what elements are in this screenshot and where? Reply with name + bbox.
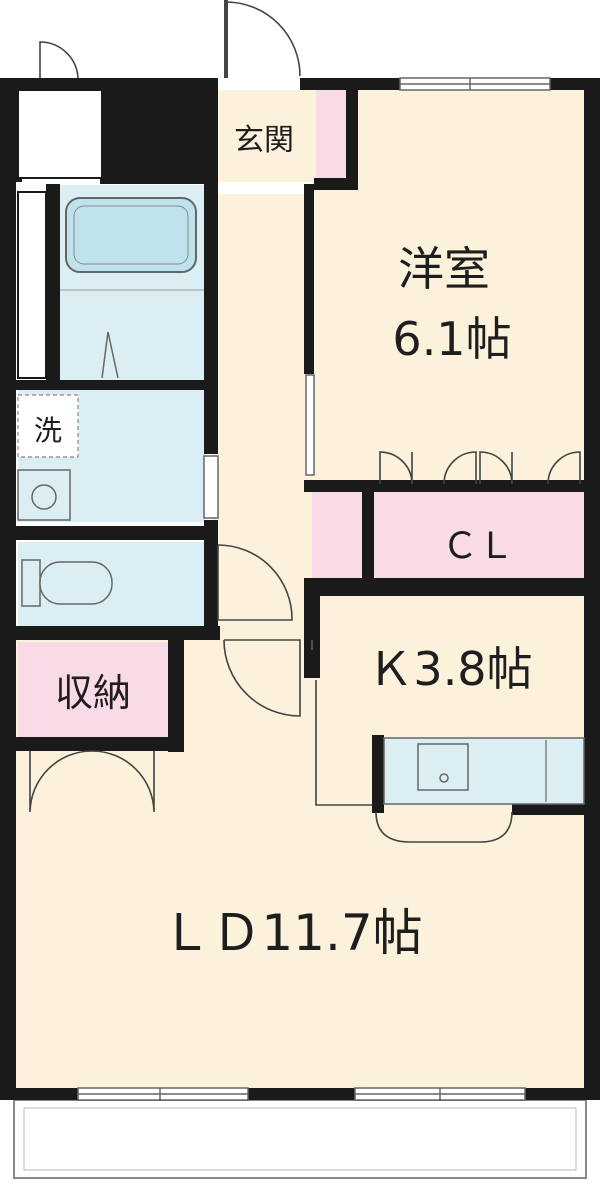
side-storage-strip: [17, 191, 47, 379]
entrance-label: 玄関: [234, 123, 294, 158]
wall-closet-top: [304, 480, 588, 492]
washroom-label: 洗: [34, 414, 62, 447]
ld-label: ＬＤ11.7帖: [161, 904, 422, 962]
room-labels: 洋室 6.1帖 玄関 ＣＬ Ｋ3.8帖 収納 ＬＤ11.7帖 洗: [34, 123, 533, 962]
toilet-tank: [21, 559, 41, 607]
entrance-step: [218, 182, 312, 194]
wall-hall-left: [204, 184, 218, 454]
storage-floor: [18, 642, 168, 737]
washing-machine-area: [17, 394, 79, 458]
storage-label: 収納: [55, 671, 131, 715]
wall-hall-right: [304, 184, 314, 374]
wall-closet-mid: [362, 480, 374, 580]
ld-door: [223, 639, 301, 717]
western-room-name: 洋室: [398, 242, 490, 296]
wall-wash-toilet: [14, 526, 206, 540]
window-washroom: [203, 455, 219, 519]
wall-left: [0, 78, 16, 1100]
fixtures: [17, 197, 585, 805]
wall-bath-wash: [14, 380, 206, 390]
pipe-space-door: [39, 41, 79, 79]
wall-hall-left-lower: [204, 520, 218, 640]
windows: [77, 77, 551, 1101]
pipe-space: [17, 89, 103, 179]
balcony-inner: [23, 1107, 577, 1171]
window-hall: [305, 374, 315, 476]
closet-doors: [379, 451, 581, 485]
kitchen-label: Ｋ3.8帖: [367, 642, 532, 696]
wall-bathroom-top-block: [100, 84, 218, 184]
entrance-shoebox: [316, 90, 346, 178]
wall-toilet-bottom: [14, 626, 220, 640]
shower-curtain-mark: [101, 331, 119, 379]
wall-closet-bottom: [304, 578, 588, 596]
closet-label: ＣＬ: [442, 526, 514, 567]
wall-counter-bottom: [512, 803, 588, 815]
wall-storage-right: [168, 636, 184, 752]
kitchen-sink: [417, 743, 469, 791]
wall-entrance-bottom: [314, 178, 358, 190]
western-room-size: 6.1帖: [392, 312, 511, 366]
doors: [29, 0, 581, 843]
wall-kitchen-left: [304, 578, 320, 678]
entrance-floor: [218, 90, 314, 182]
front-door: [225, 1, 301, 78]
wall-counter-left: [372, 735, 384, 813]
kitchen-passage-arc: [375, 811, 513, 843]
wall-storage-bottom: [14, 737, 184, 751]
wall-right: [584, 78, 600, 1100]
toilet-bowl: [39, 561, 113, 605]
wall-entrance-right: [346, 84, 358, 184]
closet-floor: [374, 490, 584, 578]
small-closet-floor: [312, 490, 362, 578]
kitchen-partition-line: [315, 680, 372, 806]
kitchen-counter: [383, 737, 585, 805]
balcony-floor: [13, 1099, 587, 1179]
toilet-door: [217, 544, 293, 621]
wash-basin: [17, 469, 71, 521]
wall-bath-left: [46, 184, 60, 384]
bathtub: [65, 197, 197, 273]
storage-doors: [29, 750, 155, 813]
hallway-floor: [212, 180, 312, 650]
